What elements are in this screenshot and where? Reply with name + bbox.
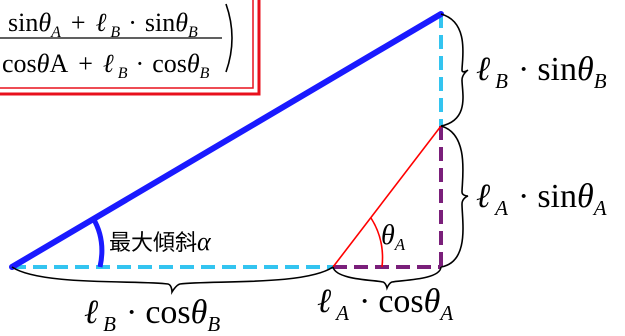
label-theta-a: θA [381,220,406,254]
brace-lb-sin [440,13,469,127]
theta-a-angle-arc [370,217,384,268]
label-max-slope: 最大傾斜α [109,227,212,256]
max-slope-line [9,11,444,270]
brace-la-cos [332,266,442,291]
formula-box-inner-border [0,0,254,89]
brace-lb-cos [11,266,334,296]
max-slope-angle-arc [90,216,105,268]
formula-box-outer-border [0,0,261,96]
right-parenthesis [225,3,233,73]
brace-la-sin [440,125,469,268]
segment-la [332,125,442,268]
